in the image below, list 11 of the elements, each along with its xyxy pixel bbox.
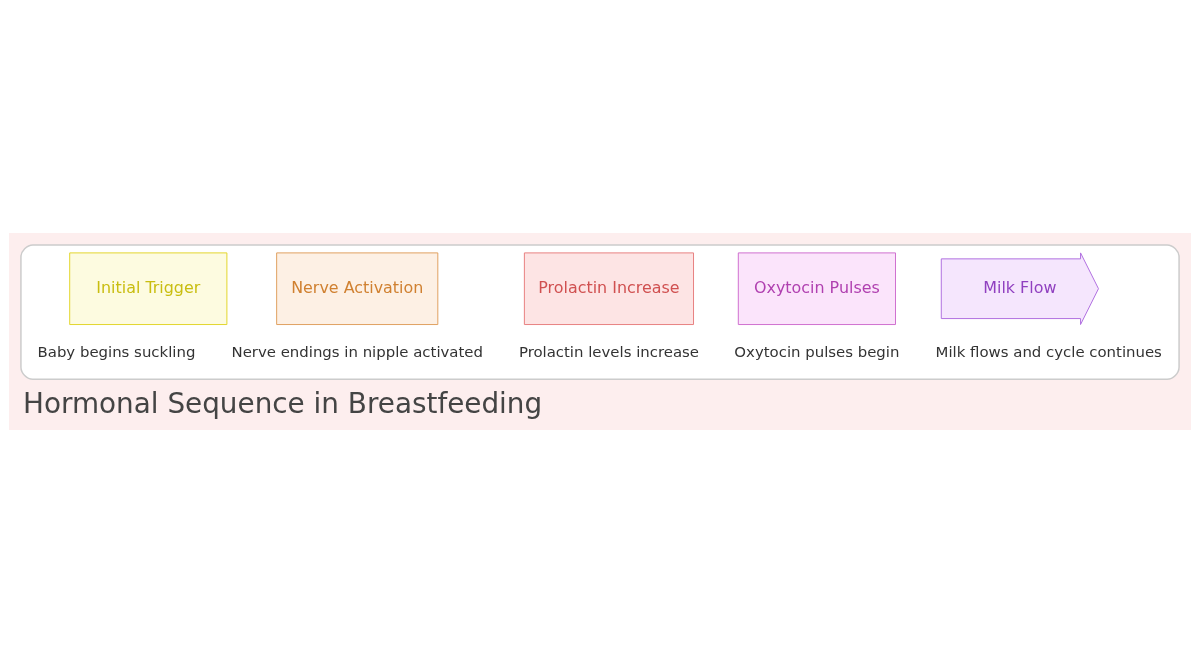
node-label: Prolactin levels increase [518, 342, 699, 361]
node-box: Oxytocin Pulses [737, 251, 896, 325]
node-label: Oxytocin pulses begin [734, 342, 900, 361]
cluster [20, 243, 1180, 380]
node-box: Initial Trigger [69, 251, 228, 325]
node-label: Baby begins suckling [37, 342, 196, 361]
node-box: Nerve Activation [276, 251, 439, 325]
node-box: Prolactin Increase [523, 251, 695, 325]
node-label: Milk flows and cycle continues [935, 342, 1162, 361]
diagram-title: Hormonal Sequence in Breastfeeding [23, 386, 543, 420]
node-label: Nerve endings in nipple activated [231, 342, 483, 361]
